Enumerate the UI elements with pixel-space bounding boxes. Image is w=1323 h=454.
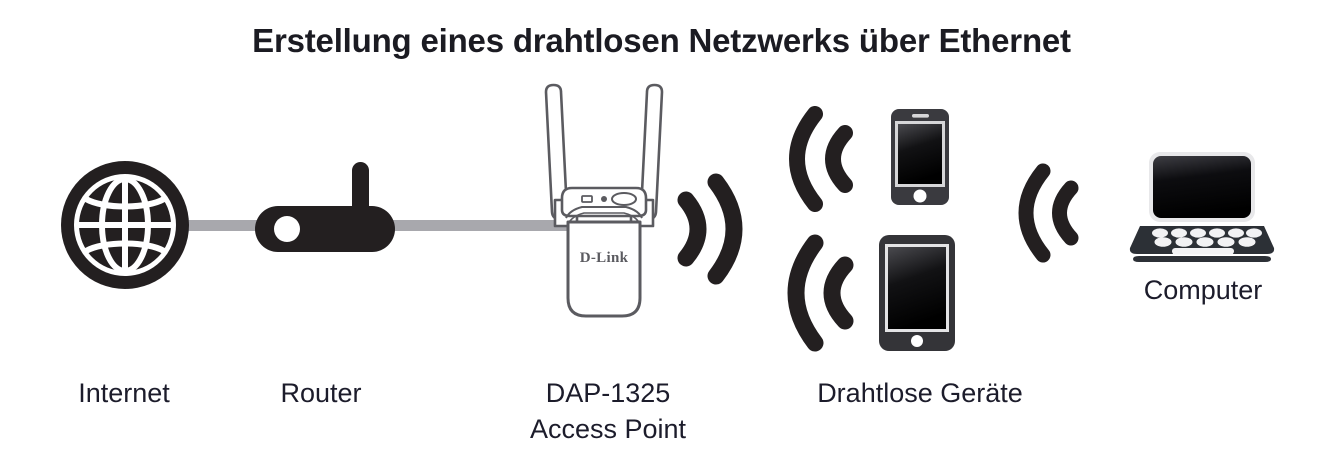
router-icon [250,162,400,254]
label-internet: Internet [78,378,170,408]
label-router: Router [280,378,362,408]
label-access-point-line1: DAP-1325 [545,378,671,408]
tablet-icon [878,234,956,352]
smartphone-icon [890,108,950,206]
wifi-signal-icon-smartphone [789,106,855,212]
laptop-icon [1128,150,1276,262]
wifi-signal-icon-accesspoint [676,173,746,285]
access-point-brand-label: D-Link [580,250,629,266]
access-point-icon: D-Link [524,82,684,322]
label-computer: Computer [1143,275,1263,305]
label-access-point-line2: Access Point [529,414,687,445]
wifi-signal-icon-tablet [787,234,855,352]
label-access-point: DAP-1325 Access Point [504,375,712,448]
page-title: Erstellung eines drahtlosen Netzwerks üb… [252,22,1071,59]
ethernet-cable-router-accesspoint [380,220,575,232]
wifi-signal-icon-computer [1018,163,1081,263]
globe-icon [58,158,192,292]
label-wireless-devices: Drahtlose Geräte [817,378,1023,408]
ethernet-cable-internet-router [170,220,280,232]
